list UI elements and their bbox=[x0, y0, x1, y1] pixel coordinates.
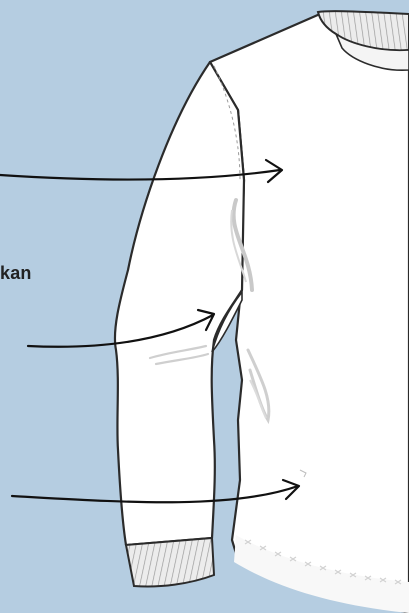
annotation-label: kan bbox=[0, 263, 32, 284]
arrow-top bbox=[0, 170, 280, 180]
arrow-middle bbox=[28, 315, 213, 347]
arrow-bottom bbox=[12, 486, 298, 502]
